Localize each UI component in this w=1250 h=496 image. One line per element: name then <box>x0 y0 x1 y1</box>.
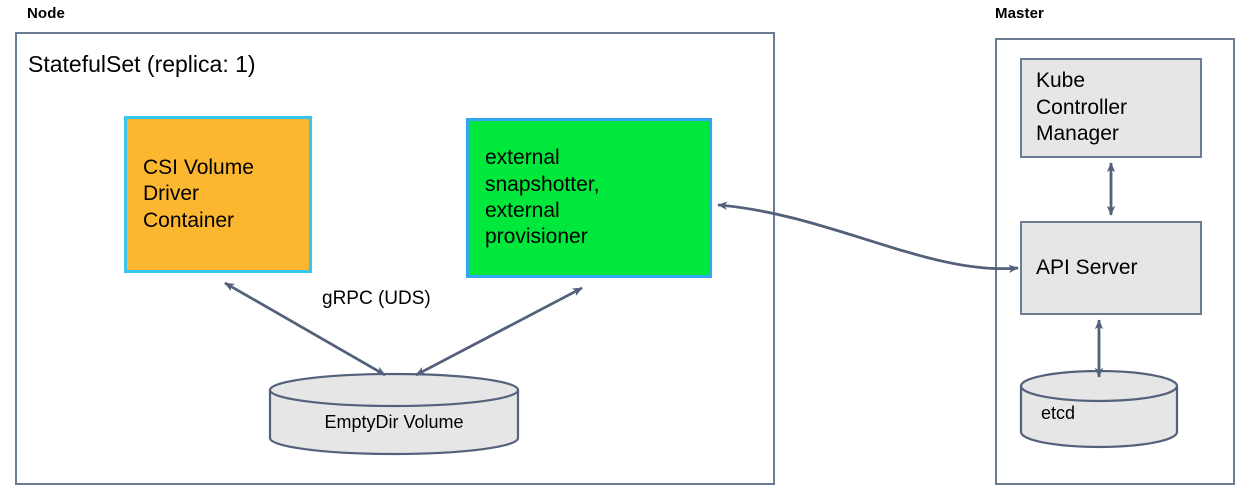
csi-volume-driver-container-label: CSI Volume Driver Container <box>143 155 254 232</box>
emptydir-volume-shape <box>268 372 520 456</box>
master-group-label: Master <box>995 5 1044 22</box>
kube-controller-manager-box[interactable]: Kube Controller Manager <box>1020 58 1202 158</box>
kube-controller-manager-label: Kube Controller Manager <box>1036 69 1128 146</box>
emptydir-volume-cylinder[interactable]: EmptyDir Volume <box>268 372 520 456</box>
etcd-shape <box>1019 369 1179 449</box>
etcd-cylinder[interactable]: etcd <box>1019 369 1179 450</box>
external-sidecars-box[interactable]: external snapshotter, external provision… <box>466 118 712 278</box>
api-server-label: API Server <box>1036 255 1138 279</box>
external-sidecars-label: external snapshotter, external provision… <box>485 146 600 249</box>
node-group-label: Node <box>27 5 65 22</box>
statefulset-title: StatefulSet (replica: 1) <box>28 51 256 77</box>
csi-volume-driver-container-box[interactable]: CSI Volume Driver Container <box>124 116 312 273</box>
grpc-uds-edge-label: gRPC (UDS) <box>322 288 431 309</box>
api-server-box[interactable]: API Server <box>1020 221 1202 315</box>
